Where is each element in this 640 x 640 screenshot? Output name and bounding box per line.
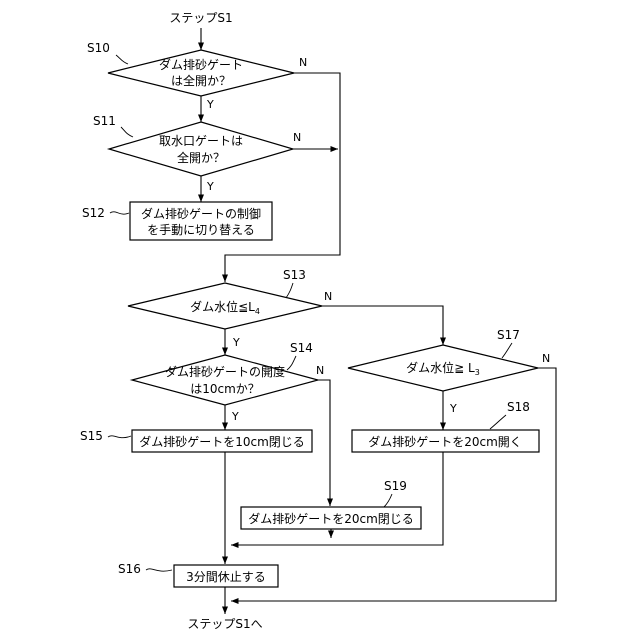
decision-s13-subscript: 4 bbox=[255, 307, 260, 316]
decision-s14-line2: は10cmか？ bbox=[190, 382, 260, 396]
decision-s14-line1: ダム排砂ゲートの開度 bbox=[165, 364, 285, 379]
s14-no-label: N bbox=[316, 364, 324, 377]
decision-s11-line1: 取水口ゲートは bbox=[159, 134, 243, 148]
s14-yes-label: Y bbox=[231, 410, 239, 423]
leader-s10 bbox=[116, 55, 128, 64]
leader-s18 bbox=[490, 415, 506, 429]
step-id-s13: S13 bbox=[283, 268, 306, 282]
decision-s17-text: ダム水位≧ L bbox=[406, 360, 475, 375]
start-label: ステップS1 bbox=[169, 11, 232, 25]
s11-yes-label: Y bbox=[206, 180, 214, 193]
decision-s13-label: ダム水位≦L4 bbox=[190, 299, 260, 316]
step-id-s17: S17 bbox=[497, 328, 520, 342]
s10-no-label: N bbox=[299, 56, 307, 69]
process-s18-label: ダム排砂ゲートを20cm開く bbox=[368, 434, 522, 449]
s10-yes-label: Y bbox=[206, 98, 214, 111]
leader-s14 bbox=[287, 356, 296, 370]
connector-s10-no bbox=[225, 73, 340, 282]
decision-s11-line2: 全開か？ bbox=[177, 150, 225, 165]
leader-s11 bbox=[121, 127, 133, 137]
connector-s14-no bbox=[318, 380, 330, 506]
leader-s19 bbox=[384, 494, 392, 507]
process-s19-label: ダム排砂ゲートを20cm閉じる bbox=[248, 511, 414, 526]
step-id-s10: S10 bbox=[87, 41, 110, 55]
process-s16-label: 3分間休止する bbox=[186, 570, 266, 584]
connector-s18-merge bbox=[231, 452, 443, 545]
s13-yes-label: Y bbox=[232, 336, 240, 349]
s13-no-label: N bbox=[324, 290, 332, 303]
decision-s10-line1: ダム排砂ゲート bbox=[159, 57, 243, 72]
decision-s17-subscript: 3 bbox=[475, 368, 480, 377]
process-s15-label: ダム排砂ゲートを10cm閉じる bbox=[139, 434, 305, 449]
decision-s10-line2: は全開か？ bbox=[171, 73, 231, 88]
connector-s13-no bbox=[322, 306, 443, 345]
step-id-s19: S19 bbox=[384, 479, 407, 493]
leader-s13 bbox=[286, 283, 293, 298]
step-id-s18: S18 bbox=[507, 400, 530, 414]
decision-s10 bbox=[108, 50, 294, 96]
step-id-s12: S12 bbox=[82, 206, 105, 220]
step-id-s16: S16 bbox=[118, 562, 141, 576]
decision-s13-text: ダム水位≦L bbox=[190, 299, 255, 314]
step-id-s14: S14 bbox=[290, 341, 313, 355]
s17-no-label: N bbox=[542, 352, 550, 365]
step-id-s11: S11 bbox=[93, 114, 116, 128]
process-s12-line1: ダム排砂ゲートの制御 bbox=[141, 206, 261, 221]
leader-s17 bbox=[502, 343, 512, 358]
leader-s15 bbox=[108, 436, 131, 438]
s17-yes-label: Y bbox=[449, 402, 457, 415]
step-id-s15: S15 bbox=[80, 429, 103, 443]
decision-s17-label: ダム水位≧ L3 bbox=[406, 360, 480, 377]
leader-s16 bbox=[146, 569, 172, 571]
end-label: ステップS1へ bbox=[187, 617, 262, 631]
leader-s12 bbox=[110, 212, 129, 214]
decision-s14 bbox=[132, 355, 318, 405]
process-s12-line2: を手動に切り替える bbox=[147, 223, 255, 237]
s11-no-label: N bbox=[293, 131, 301, 144]
decision-s11 bbox=[109, 122, 293, 176]
